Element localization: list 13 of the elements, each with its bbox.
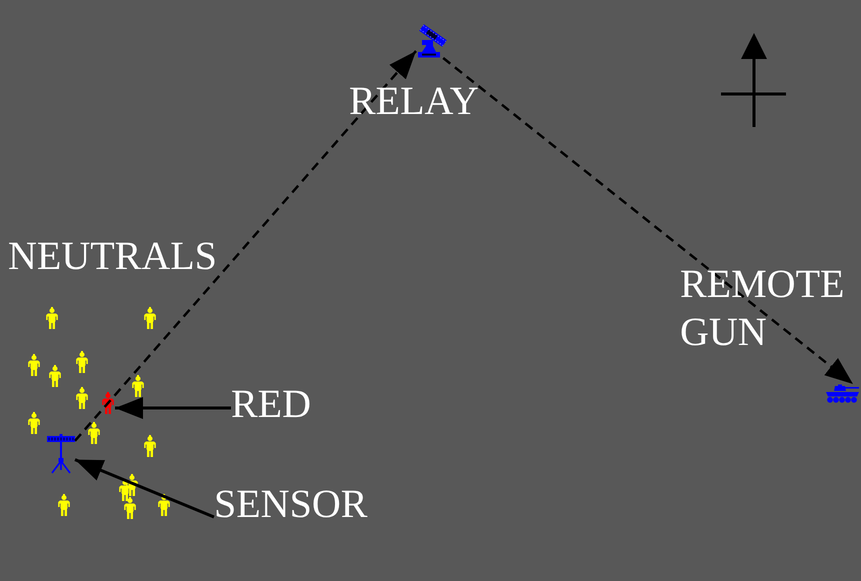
icon-caption: RELAY	[349, 81, 479, 121]
dashed-arrow	[442, 57, 854, 385]
callout-label: SENSOR	[214, 484, 368, 524]
tank-icon	[825, 384, 860, 403]
arrow	[74, 458, 215, 518]
callout-label: RED	[231, 384, 311, 424]
tripod-antenna-icon	[47, 434, 75, 474]
arrow	[115, 397, 231, 420]
dashed-arrow	[74, 50, 417, 442]
person-icon	[101, 392, 115, 414]
satellite-dish-icon	[416, 23, 450, 58]
group-label: NEUTRALS	[8, 236, 217, 276]
icon-caption: REMOTE GUN	[680, 260, 844, 356]
